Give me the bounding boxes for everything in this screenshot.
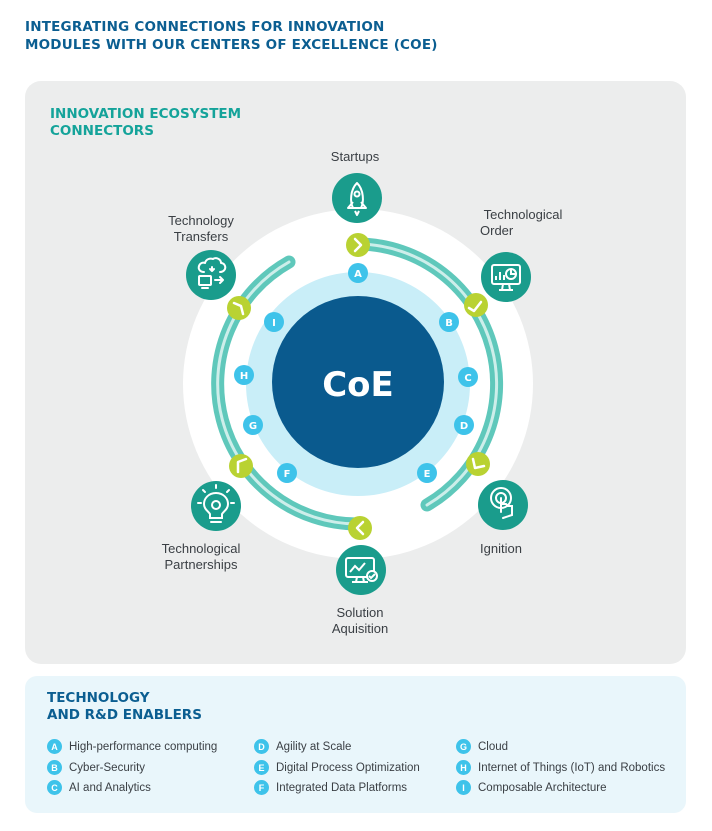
ring-badge-c: C bbox=[458, 367, 478, 387]
enabler-label-i: Composable Architecture bbox=[478, 781, 607, 794]
enabler-badge-b: B bbox=[47, 760, 62, 775]
ring-badge-b: B bbox=[439, 312, 459, 332]
lime-chevrons bbox=[227, 233, 490, 540]
enabler-label-c: AI and Analytics bbox=[69, 781, 151, 794]
ring-badge-h: H bbox=[234, 365, 254, 385]
svg-text:B: B bbox=[445, 318, 453, 329]
coe-center-label: CoE bbox=[322, 365, 394, 405]
label-technological-order-line-2: Order bbox=[480, 223, 514, 238]
label-solution-aquisition-line-1: Solution bbox=[336, 605, 384, 620]
chevron-left-icon bbox=[348, 516, 372, 540]
enabler-label-h: Internet of Things (IoT) and Robotics bbox=[478, 761, 666, 774]
ring-letter-badges: A B C D E F G H I bbox=[234, 263, 478, 483]
ring-badge-d: D bbox=[454, 415, 474, 435]
rocket-icon bbox=[347, 182, 367, 216]
label-technological-order-line-1: Technological bbox=[483, 207, 563, 222]
svg-text:C: C bbox=[464, 373, 471, 384]
enabler-item-f: F Integrated Data Platforms bbox=[254, 780, 407, 795]
enablers-heading-line-1: TECHNOLOGY bbox=[47, 690, 150, 706]
label-technological-partnerships-line-2: Partnerships bbox=[164, 557, 238, 572]
ecosystem-heading-line-1: INNOVATION ECOSYSTEM bbox=[50, 106, 242, 122]
label-ignition: Ignition bbox=[436, 541, 566, 557]
enabler-item-a: A High-performance computing bbox=[47, 739, 217, 754]
chevron-up-left-icon bbox=[229, 454, 253, 478]
label-technological-order: Technological Order bbox=[458, 207, 588, 239]
enabler-item-g: G Cloud bbox=[456, 739, 508, 754]
chevron-right-icon bbox=[346, 233, 370, 257]
enabler-badge-h: H bbox=[456, 760, 471, 775]
label-technology-transfers-line-1: Technology bbox=[168, 213, 234, 228]
enabler-badge-d: D bbox=[254, 739, 269, 754]
enabler-label-d: Agility at Scale bbox=[276, 740, 352, 753]
node-ignition bbox=[478, 480, 528, 530]
ring-badge-g: G bbox=[243, 415, 263, 435]
enabler-item-c: C AI and Analytics bbox=[47, 780, 151, 795]
enablers-heading: TECHNOLOGY AND R&D ENABLERS bbox=[47, 690, 202, 724]
svg-text:A: A bbox=[354, 269, 362, 280]
enabler-label-f: Integrated Data Platforms bbox=[276, 781, 408, 794]
label-solution-aquisition-line-2: Aquisition bbox=[331, 621, 389, 636]
label-technology-transfers-line-2: Transfers bbox=[173, 229, 229, 244]
node-solution-aquisition bbox=[336, 545, 386, 595]
svg-text:G: G bbox=[249, 421, 257, 432]
node-technology-transfers bbox=[186, 250, 236, 300]
enablers-heading-line-2: AND R&D ENABLERS bbox=[47, 707, 202, 723]
enabler-item-h: H Internet of Things (IoT) and Robotics bbox=[456, 760, 665, 775]
svg-text:I: I bbox=[272, 318, 276, 329]
label-startups: Startups bbox=[290, 149, 420, 165]
enabler-item-e: E Digital Process Optimization bbox=[254, 760, 420, 775]
chevron-up-icon bbox=[227, 296, 251, 320]
page-title-line-2: MODULES WITH OUR CENTERS OF EXCELLENCE (… bbox=[25, 37, 438, 53]
touch-icon bbox=[490, 487, 513, 519]
coe-core bbox=[272, 296, 444, 468]
enabler-label-a: High-performance computing bbox=[69, 740, 218, 753]
ecosystem-heading-line-2: CONNECTORS bbox=[50, 123, 154, 139]
dashboard-monitor-icon bbox=[491, 264, 521, 291]
ecosystem-heading: INNOVATION ECOSYSTEM CONNECTORS bbox=[50, 106, 241, 140]
enabler-item-i: I Composable Architecture bbox=[456, 780, 606, 795]
page-title: INTEGRATING CONNECTIONS FOR INNOVATION M… bbox=[25, 18, 438, 54]
lightbulb-gear-icon bbox=[197, 484, 235, 523]
enabler-label-g: Cloud bbox=[478, 740, 509, 753]
page-title-line-1: INTEGRATING CONNECTIONS FOR INNOVATION bbox=[25, 19, 385, 35]
ring-badge-i: I bbox=[264, 312, 284, 332]
monitor-check-icon bbox=[345, 557, 378, 583]
svg-text:E: E bbox=[424, 469, 431, 480]
enabler-badge-a: A bbox=[47, 739, 62, 754]
cloud-transfer-icon bbox=[197, 257, 227, 289]
chevron-down-right-icon bbox=[464, 293, 488, 317]
enabler-badge-i: I bbox=[456, 780, 471, 795]
enabler-label-b: Cyber-Security bbox=[69, 761, 146, 774]
enabler-badge-g: G bbox=[456, 739, 471, 754]
svg-text:D: D bbox=[460, 421, 468, 432]
enabler-badge-f: F bbox=[254, 780, 269, 795]
svg-text:F: F bbox=[284, 469, 291, 480]
label-solution-aquisition: Solution Aquisition bbox=[295, 605, 425, 637]
ring-badge-a: A bbox=[348, 263, 368, 283]
label-technological-partnerships-line-1: Technological bbox=[161, 541, 241, 556]
enabler-item-d: D Agility at Scale bbox=[254, 739, 351, 754]
ring-badge-e: E bbox=[417, 463, 437, 483]
enabler-badge-e: E bbox=[254, 760, 269, 775]
label-technology-transfers: Technology Transfers bbox=[136, 213, 266, 245]
node-technological-order bbox=[481, 252, 531, 302]
label-startups-line-1: Startups bbox=[330, 149, 380, 164]
enabler-badge-c: C bbox=[47, 780, 62, 795]
label-technological-partnerships: Technological Partnerships bbox=[136, 541, 266, 573]
node-technological-partnerships bbox=[191, 481, 241, 531]
enabler-label-e: Digital Process Optimization bbox=[276, 761, 420, 774]
label-ignition-line-1: Ignition bbox=[480, 541, 522, 556]
enabler-item-b: B Cyber-Security bbox=[47, 760, 145, 775]
node-startups bbox=[332, 173, 382, 223]
svg-text:H: H bbox=[240, 371, 248, 382]
chevron-down-icon bbox=[466, 452, 490, 476]
ring-badge-f: F bbox=[277, 463, 297, 483]
enablers-panel bbox=[25, 676, 686, 813]
